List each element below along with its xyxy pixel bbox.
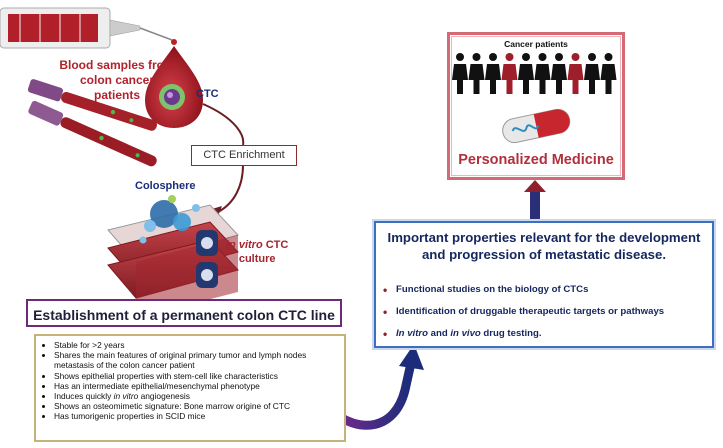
- personalized-medicine-inner-border: [451, 36, 621, 176]
- patient-figure-icon: [452, 53, 468, 94]
- in-vitro-culture-label: In vitro CTC culture: [226, 238, 288, 266]
- patient-figure-icon: [518, 53, 534, 94]
- blood-drop-icon: [145, 46, 203, 128]
- list-item: Induces quickly in vitro angiogenesis: [54, 391, 338, 401]
- flow-arrow-1: [202, 103, 245, 146]
- patient-figure-icon: [485, 53, 501, 94]
- curved-arrow-head: [399, 344, 424, 370]
- list-item: Shows epithelial properties with stem-ce…: [54, 371, 338, 381]
- personalized-medicine-title: Personalized Medicine: [458, 152, 614, 168]
- up-arrow-head: [524, 180, 546, 192]
- list-item: Stable for >2 years: [54, 340, 338, 350]
- list-item: Has an intermediate epithelial/mesenchym…: [54, 381, 338, 391]
- patient-figure-icon: [534, 53, 551, 94]
- list-item-italic: in vitro: [113, 391, 139, 402]
- list-item-italic: In vitro: [396, 328, 428, 339]
- colosphere-label: Colosphere: [135, 180, 196, 192]
- list-item-italic: in vivo: [450, 328, 481, 339]
- list-item: Shares the main features of original pri…: [54, 350, 338, 370]
- capsule-icon: [502, 108, 571, 144]
- culture-italic: In vitro: [226, 239, 263, 251]
- list-item: Functional studies on the biology of CTC…: [383, 279, 712, 301]
- up-arrow-shaft: [530, 190, 540, 220]
- list-item: Shows an osteomimetic signature: Bone ma…: [54, 401, 338, 411]
- properties-title: Important properties relevant for the de…: [387, 230, 701, 262]
- establishment-list-box: Stable for >2 years Shares the main feat…: [34, 334, 346, 442]
- culture-flask-illustration: [107, 195, 239, 318]
- ctc-label: CTC: [196, 88, 219, 100]
- list-item-post: drug testing.: [480, 328, 542, 339]
- flow-arrow-2-head: [212, 206, 222, 216]
- patient-figure-icon: [567, 53, 584, 94]
- list-item: In vitro and in vivo drug testing.: [383, 323, 712, 345]
- patient-figure-icon: [600, 53, 617, 94]
- list-item-post: angiogenesis: [138, 391, 190, 402]
- blood-samples-label: Blood samples from colon cancer patients: [59, 58, 175, 102]
- establishment-title-box: Establishment of a permanent colon CTC l…: [26, 299, 342, 327]
- test-tubes-illustration: [27, 79, 157, 167]
- properties-list: Functional studies on the biology of CTC…: [382, 279, 712, 345]
- syringe-illustration: [0, 7, 177, 49]
- flow-arrow-2: [217, 164, 244, 213]
- ctc-enrichment-box: CTC Enrichment: [191, 145, 297, 166]
- patient-figures: [452, 53, 617, 94]
- patient-figure-icon: [501, 53, 518, 94]
- list-item-mid: and: [427, 328, 451, 339]
- list-item-pre: Induces quickly: [54, 391, 114, 402]
- culture-rest: CTC: [262, 239, 289, 251]
- list-item: Has tumorigenic properties in SCID mice: [54, 411, 338, 421]
- patient-figure-icon: [551, 53, 567, 94]
- patient-figure-icon: [584, 53, 600, 94]
- culture-line2: culture: [238, 253, 276, 265]
- patient-figure-icon: [468, 53, 485, 94]
- cancer-patients-label: Cancer patients: [504, 39, 568, 49]
- list-item: Identification of druggable therapeutic …: [383, 301, 712, 323]
